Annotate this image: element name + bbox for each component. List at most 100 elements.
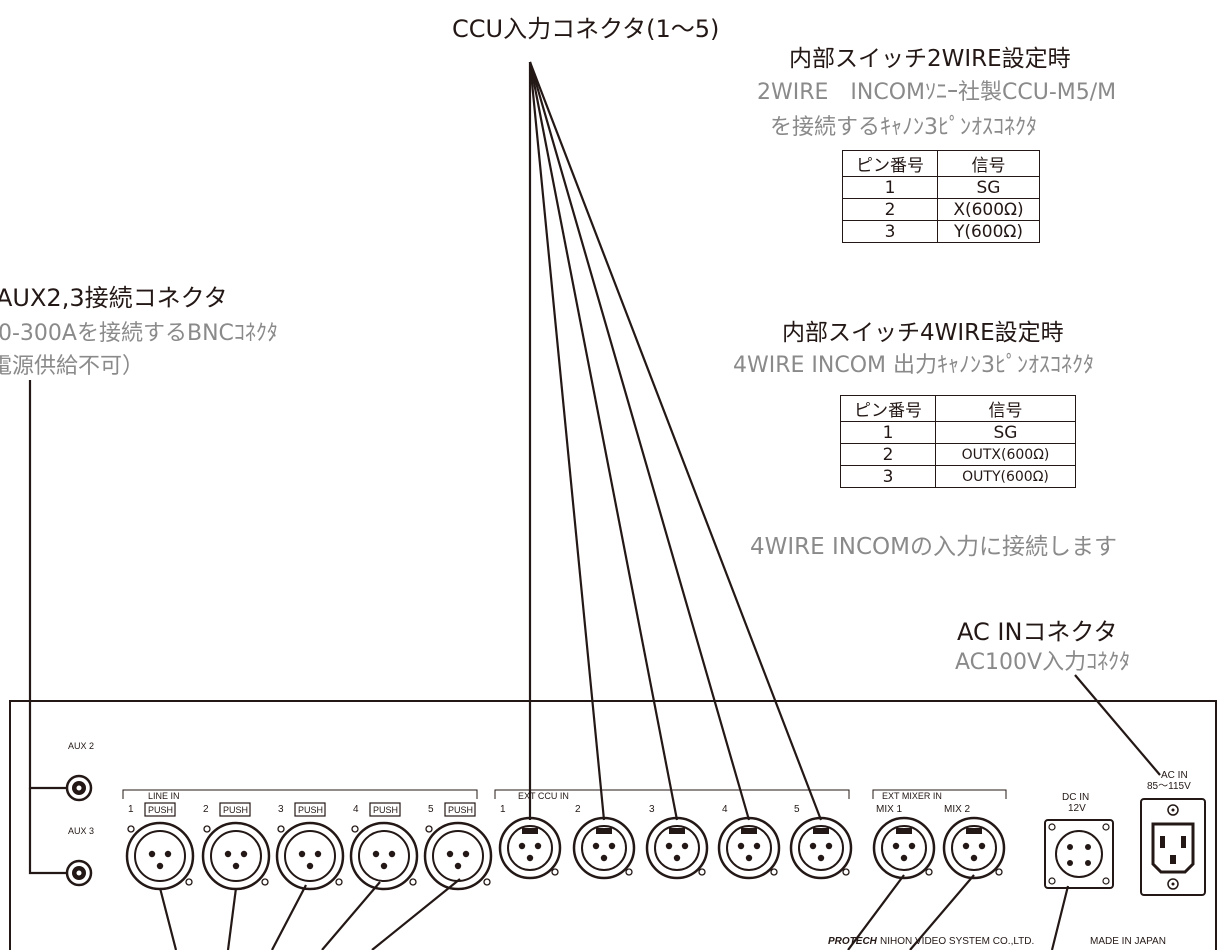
ext-ccu-number: 5	[794, 804, 800, 815]
leader-ccu-5	[528, 61, 823, 821]
xlr-connectors	[125, 816, 1006, 891]
table-cell: 1	[840, 421, 936, 444]
line-in-numbers: 1 2 3 4 5	[128, 804, 434, 815]
xlr-line-in-connector	[201, 821, 271, 891]
xlr-line-in-connector	[423, 821, 493, 891]
table-header-cell: ピン番号	[840, 395, 936, 422]
xlr-ccu-connector	[789, 816, 853, 880]
table-cell: OUTX(600Ω)	[935, 443, 1076, 466]
table-cell: X(600Ω)	[937, 198, 1040, 221]
mix2-label: MIX 2	[944, 804, 971, 815]
xlr-ccu-connector	[645, 816, 709, 880]
push-tabs: PUSH PUSH PUSH PUSH PUSH	[144, 802, 476, 817]
xlr-mixer-connector	[872, 816, 936, 880]
aux-desc-1: 0-300Aを接続するBNCｺﾈｸﾀ	[0, 321, 278, 346]
xlr-mixer-connector	[942, 816, 1006, 880]
push-label: PUSH	[373, 805, 398, 815]
table-cell: SG	[935, 421, 1076, 444]
wire2-title: 内部スイッチ2WIRE設定時	[789, 46, 1071, 72]
dc-in-label: DC IN	[1062, 792, 1089, 803]
ext-mixer-label: EXT MIXER IN	[882, 791, 942, 801]
dc-volt-label: 12V	[1068, 803, 1086, 814]
pin-table-2wire: ピン番号 信号 1 SG 2 X(600Ω) 3 Y(600Ω)	[842, 150, 1040, 243]
push-label: PUSH	[448, 805, 473, 815]
table-row: 2 X(600Ω)	[842, 198, 1040, 221]
ext-ccu-label: EXT CCU IN	[518, 791, 569, 801]
xlr-line-in-connector	[349, 821, 419, 891]
table-cell: 1	[842, 176, 938, 199]
aux3-label: AUX 3	[68, 826, 94, 836]
line-in-number: 4	[353, 804, 359, 815]
leader-aux3	[28, 788, 68, 875]
made-in-label: MADE IN JAPAN	[1090, 936, 1166, 947]
maker-label: NIHON VIDEO SYSTEM CO.,LTD.	[880, 936, 1034, 947]
table-cell: 2	[840, 443, 936, 466]
line-in-number: 3	[278, 804, 284, 815]
leader-ccu-4	[528, 61, 751, 821]
ac-inlet	[1140, 798, 1206, 896]
ext-ccu-number: 1	[500, 804, 506, 815]
push-label: PUSH	[148, 805, 173, 815]
table-row: ピン番号 信号	[842, 150, 1040, 177]
table-cell: 2	[842, 198, 938, 221]
xlr-line-in-connector	[125, 821, 195, 891]
push-label: PUSH	[298, 805, 323, 815]
ac-range-label: 85〜115V	[1147, 781, 1191, 792]
table-header-cell: 信号	[937, 150, 1040, 177]
table-header-cell: ピン番号	[842, 150, 938, 177]
bnc-aux2	[65, 774, 93, 802]
table-row: ピン番号 信号	[840, 395, 1076, 422]
xlr-ccu-connector	[717, 816, 781, 880]
wire4-title: 内部スイッチ4WIRE設定時	[782, 320, 1064, 346]
ac-connector-title: AC INコネクタ	[957, 618, 1118, 646]
brand-label: PROTECH	[828, 936, 878, 947]
leader-mix-2	[909, 874, 975, 950]
ext-ccu-number: 4	[722, 804, 728, 815]
table-row: 3 Y(600Ω)	[842, 220, 1040, 243]
mix1-label: MIX 1	[876, 804, 903, 815]
leader-mix-1	[847, 874, 905, 950]
ext-ccu-numbers: 1 2 3 4 5	[500, 804, 800, 815]
table-cell: OUTY(600Ω)	[935, 465, 1076, 488]
leader-line-5	[371, 878, 461, 950]
leader-ccu-3	[528, 61, 679, 821]
push-label: PUSH	[223, 805, 248, 815]
bnc-aux3	[65, 859, 93, 887]
xlr-ccu-connector	[572, 816, 636, 880]
panel-chassis	[9, 700, 1217, 950]
leader-dc	[1050, 885, 1070, 950]
table-cell: Y(600Ω)	[937, 220, 1040, 243]
leader-line-2	[226, 887, 238, 950]
table-row: 2 OUTX(600Ω)	[840, 443, 1076, 466]
table-row: 1 SG	[842, 176, 1040, 199]
ext-ccu-number: 3	[649, 804, 655, 815]
aux-connector-title: AUX2,3接続コネクタ	[0, 284, 228, 312]
pin-table-4wire: ピン番号 信号 1 SG 2 OUTX(600Ω) 3 OUTY(600Ω)	[840, 395, 1076, 488]
line-in-number: 5	[428, 804, 434, 815]
line-in-label: LINE IN	[148, 791, 180, 801]
table-row: 1 SG	[840, 421, 1076, 444]
leader-aux	[28, 380, 68, 790]
table-header-cell: 信号	[935, 395, 1076, 422]
wire4-desc: 4WIRE INCOM 出力ｷｬﾉﾝ3ﾋﾟﾝｵｽｺﾈｸﾀ	[733, 353, 1095, 378]
ext-ccu-number: 2	[575, 804, 581, 815]
leader-line-3	[271, 884, 307, 950]
line-in-number: 1	[128, 804, 134, 815]
leader-ccu-2	[528, 61, 606, 821]
line-in-number: 2	[203, 804, 209, 815]
wire4-note: 4WIRE INCOMの入力に接続します	[750, 534, 1117, 560]
ccu-connector-title: CCU入力コネクタ(1〜5)	[452, 15, 720, 43]
aux-desc-2: 電源供給不可）	[0, 354, 145, 379]
ac-in-label: AC IN	[1161, 770, 1188, 781]
table-cell: 3	[840, 465, 936, 488]
wire2-desc-1: 2WIRE INCOMｿﾆｰ社製CCU-M5/M	[757, 80, 1117, 105]
line-in-bracket	[122, 789, 478, 799]
leader-ac	[1074, 674, 1161, 776]
aux2-label: AUX 2	[68, 741, 94, 751]
xlr-line-in-connector	[275, 821, 345, 891]
table-cell: SG	[937, 176, 1040, 199]
leader-line-1	[158, 887, 178, 950]
dc-in-connector	[1044, 819, 1114, 889]
ac-desc: AC100V入力ｺﾈｸﾀ	[955, 650, 1131, 675]
